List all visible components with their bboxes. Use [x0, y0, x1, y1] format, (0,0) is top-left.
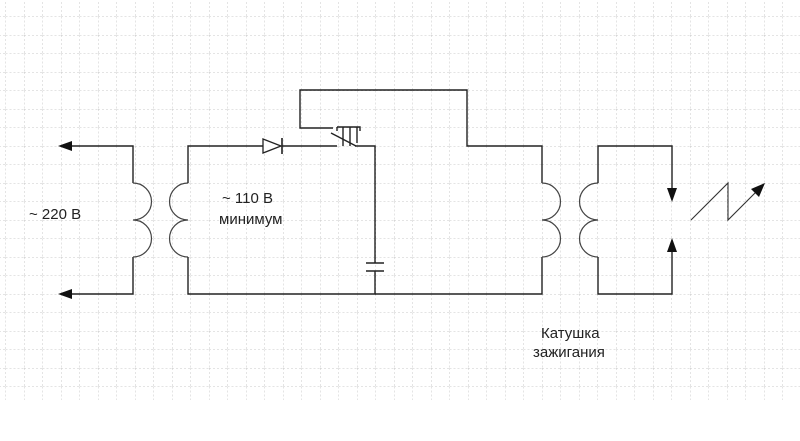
- secondary-wire: [187, 145, 376, 295]
- switch-transistor-icon: [330, 126, 361, 147]
- spark-icon: [690, 181, 765, 222]
- secondary-note-label: минимум: [219, 211, 283, 228]
- arrow-up-icon: [667, 238, 677, 252]
- primary-coil-wire: [299, 89, 543, 295]
- input-voltage-label: ~ 220 В: [29, 206, 82, 223]
- arrow-left-icon: [58, 141, 72, 151]
- coil-label-line1: Катушка: [541, 325, 600, 342]
- arrow-left-icon: [58, 289, 72, 299]
- ignition-coil: [541, 145, 677, 295]
- arrow-down-icon: [667, 188, 677, 202]
- diode-icon: [262, 138, 283, 154]
- step-down-transformer: [132, 182, 189, 258]
- secondary-voltage-label: ~ 110 В: [222, 190, 274, 207]
- grid-background: [0, 0, 800, 400]
- input-terminals: [58, 141, 134, 299]
- coil-label-line2: зажигания: [533, 344, 605, 361]
- capacitor-icon: [366, 262, 384, 272]
